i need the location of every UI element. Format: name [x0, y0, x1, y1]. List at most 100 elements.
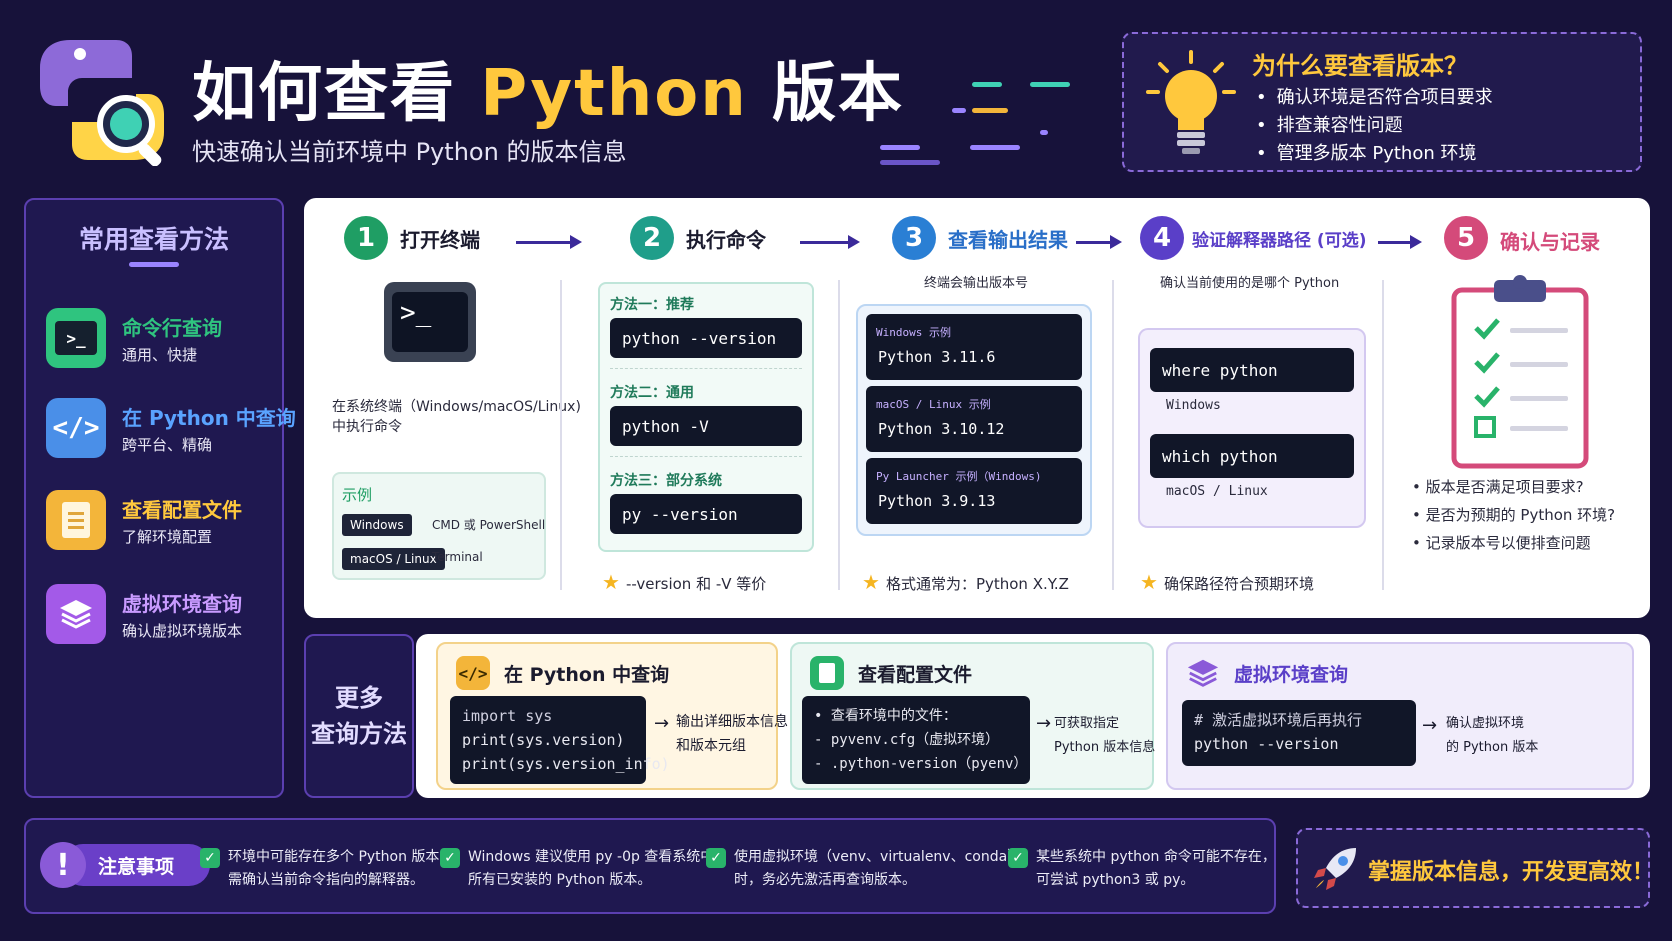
output-value: Python 3.9.13: [878, 492, 996, 510]
step-1-number: 1: [344, 216, 388, 260]
step-1-desc: 中执行命令: [332, 419, 402, 435]
divider: [1382, 280, 1384, 590]
divider: [1112, 280, 1114, 590]
exclamation-icon: !: [40, 842, 86, 888]
terminal-window-icon: >_: [384, 282, 476, 362]
shell-name: Terminal: [432, 550, 483, 564]
step-2-number: 2: [630, 216, 674, 260]
card-result: 确认虚拟环境: [1446, 716, 1525, 731]
method-desc: 跨平台、精确: [122, 436, 213, 454]
step-2-note: ★--version 和 -V 等价: [602, 570, 767, 594]
command-box[interactable]: py --version: [610, 494, 802, 534]
note-line: 使用虚拟环境（venv、virtualenv、conda）: [734, 849, 1022, 865]
step-4-number: 4: [1140, 216, 1184, 260]
command-box[interactable]: where python: [1150, 348, 1354, 392]
code-line: - pyvenv.cfg（虚拟环境）: [814, 732, 1000, 748]
notes-label-pill: [62, 844, 210, 886]
step-5-number: 5: [1444, 216, 1488, 260]
star-icon: ★: [862, 570, 880, 594]
list-item: 管理多版本 Python 环境: [1256, 140, 1493, 168]
more-methods-panel: </> 在 Python 中查询 import sys print(sys.ve…: [416, 634, 1650, 798]
output-label: macOS / Linux 示例: [876, 398, 991, 411]
step-5-item: • 版本是否满足项目要求?: [1412, 478, 1584, 496]
common-methods-sidebar: 常用查看方法 >_ 命令行查询 通用、快捷 </> 在 Python 中查询 跨…: [24, 198, 296, 798]
code-line: • 查看环境中的文件：: [814, 708, 957, 724]
sidebar-title-underline: [129, 262, 179, 267]
card-result: 的 Python 版本: [1446, 740, 1539, 755]
checkbox-icon: ✓: [200, 848, 220, 868]
list-item: 确认环境是否符合项目要求: [1256, 84, 1493, 112]
arrow-icon: →: [1036, 713, 1052, 734]
arrow-icon: [800, 235, 860, 249]
note-item: ✓ 环境中可能存在多个 Python 版本， 需确认当前命令指向的解释器。: [200, 846, 453, 892]
output-block: macOS / Linux 示例 Python 3.10.12: [866, 386, 1082, 452]
card-result: 可获取指定: [1054, 716, 1120, 731]
step-1-desc: 在系统终端（Windows/macOS/Linux): [332, 399, 581, 415]
card-title: 在 Python 中查询: [504, 664, 670, 686]
step-5-item: • 记录版本号以便排查问题: [1412, 534, 1591, 552]
output-label: Windows 示例: [876, 326, 951, 339]
divider: [560, 280, 562, 590]
more-label-line: 查询方法: [311, 720, 407, 748]
code-line: # 激活虚拟环境后再执行: [1194, 711, 1363, 729]
example-label: 示例: [342, 486, 373, 504]
note-item: ✓ Windows 建议使用 py -0p 查看系统中 所有已安装的 Pytho…: [440, 846, 714, 892]
code-line: print(sys.version): [462, 731, 625, 749]
os-label: macOS / Linux: [1166, 484, 1268, 499]
step-4-paths-box: where python Windows which python macOS …: [1138, 328, 1366, 528]
step-3-title: 查看输出结果: [948, 228, 1068, 252]
checkbox-icon: ✓: [1008, 848, 1028, 868]
step-3-note: ★格式通常为：Python X.Y.Z: [862, 570, 1069, 594]
config-file-card: 查看配置文件 • 查看环境中的文件： - pyvenv.cfg（虚拟环境） - …: [790, 642, 1156, 790]
arrow-icon: [1076, 235, 1122, 249]
decorative-dashes: [880, 70, 1080, 170]
rocket-icon: [1310, 842, 1362, 894]
code-line: python --version: [1194, 735, 1339, 753]
method-desc: 确认虚拟环境版本: [122, 622, 243, 640]
file-icon: [46, 490, 106, 550]
layers-icon: [1186, 656, 1220, 690]
layers-icon: [46, 584, 106, 644]
method-3-label: 方法三：部分系统: [610, 473, 722, 489]
os-badge: Windows: [342, 514, 412, 536]
why-title: 为什么要查看版本？: [1252, 52, 1468, 80]
clipboard-icon: [1450, 270, 1590, 470]
command-box[interactable]: python -V: [610, 406, 802, 446]
card-title: 查看配置文件: [858, 664, 973, 686]
terminal-icon: >_: [46, 308, 106, 368]
step-3-number: 3: [892, 216, 936, 260]
why-check-version-box: 为什么要查看版本？ 确认环境是否符合项目要求 排查兼容性问题 管理多版本 Pyt…: [1122, 32, 1642, 172]
command-box[interactable]: python --version: [610, 318, 802, 358]
step-3-subtitle: 终端会输出版本号: [924, 276, 1029, 291]
code-line: print(sys.version_info): [462, 755, 670, 773]
method-name: 在 Python 中查询: [122, 406, 296, 430]
card-title: 虚拟环境查询: [1234, 664, 1349, 686]
step-1-title: 打开终端: [400, 228, 480, 252]
arrow-icon: →: [654, 713, 670, 734]
why-list: 确认环境是否符合项目要求 排查兼容性问题 管理多版本 Python 环境: [1256, 84, 1493, 168]
method-1-label: 方法一：推荐: [610, 297, 694, 313]
step-4-subtitle: 确认当前使用的是哪个 Python: [1160, 276, 1340, 291]
card-result: Python 版本信息: [1054, 740, 1156, 755]
python-logo-icon: [36, 34, 168, 167]
note-line: 某些系统中 python 命令可能不存在，: [1036, 849, 1276, 865]
code-icon: </>: [46, 398, 106, 458]
code-block: • 查看环境中的文件： - pyvenv.cfg（虚拟环境） - .python…: [802, 696, 1030, 784]
os-badge: macOS / Linux: [342, 548, 445, 570]
divider: [838, 280, 840, 590]
sidebar-title: 常用查看方法: [78, 225, 229, 254]
method-name: 命令行查询: [122, 316, 222, 340]
step-5-item: • 是否为预期的 Python 环境?: [1412, 506, 1616, 524]
step-4-note: ★确保路径符合预期环境: [1140, 570, 1314, 594]
output-value: Python 3.11.6: [878, 348, 996, 366]
note-line: 时，务必先激活再查询版本。: [734, 872, 916, 888]
method-desc: 通用、快捷: [122, 346, 198, 364]
command-box[interactable]: which python: [1150, 434, 1354, 478]
code-line: import sys: [462, 707, 553, 725]
file-icon: [810, 656, 844, 690]
method-name: 查看配置文件: [122, 498, 242, 522]
step-2-commands-box: 方法一：推荐 python --version 方法二：通用 python -V…: [598, 282, 814, 552]
output-block: Py Launcher 示例（Windows) Python 3.9.13: [866, 458, 1082, 524]
step-3-outputs-box: Windows 示例 Python 3.11.6 macOS / Linux 示…: [856, 304, 1092, 536]
slogan-box: 掌握版本信息，开发更高效！: [1296, 828, 1654, 908]
